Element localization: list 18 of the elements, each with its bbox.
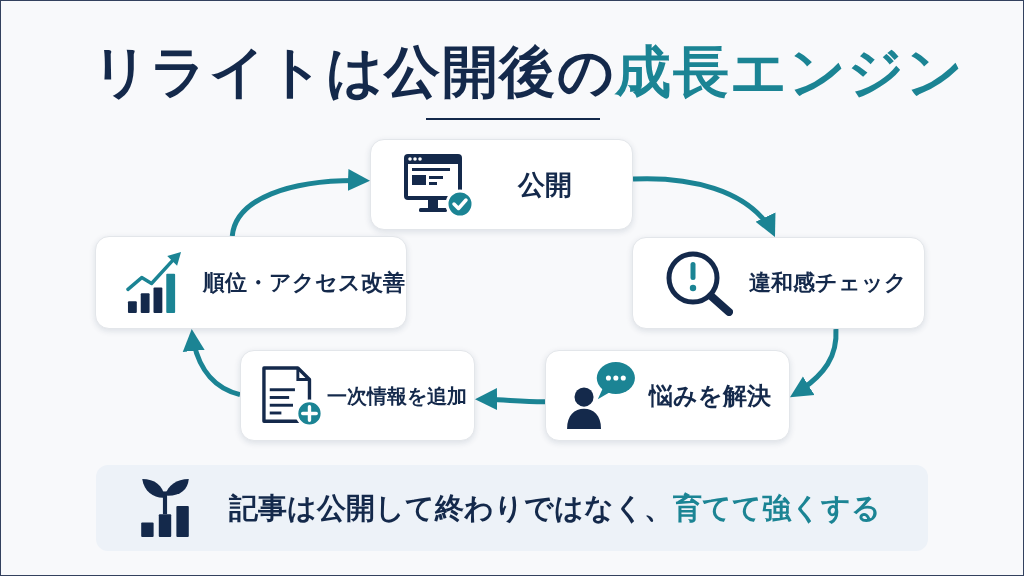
step-label: 順位・アクセス改善 xyxy=(203,269,405,296)
curved-arrow xyxy=(475,388,545,411)
step-label: 悩みを解決 xyxy=(649,381,771,410)
step-card xyxy=(545,350,790,441)
step-card xyxy=(95,236,407,329)
step-label: 公開 xyxy=(518,168,572,201)
step-label: 違和感チェック xyxy=(749,269,907,297)
step-card xyxy=(240,350,475,441)
curved-arrow xyxy=(788,329,839,400)
message-banner xyxy=(96,465,928,551)
banner-text: 記事は公開して終わりではなく、育てて強くする xyxy=(229,490,881,526)
step-card xyxy=(370,139,633,230)
title: リライトは公開後の成長エンジン xyxy=(91,42,965,102)
curved-arrow xyxy=(632,176,778,239)
step-label: 一次情報を追加 xyxy=(327,383,467,408)
step-card xyxy=(632,237,925,329)
curved-arrow xyxy=(229,169,371,237)
curved-arrow xyxy=(183,328,241,397)
